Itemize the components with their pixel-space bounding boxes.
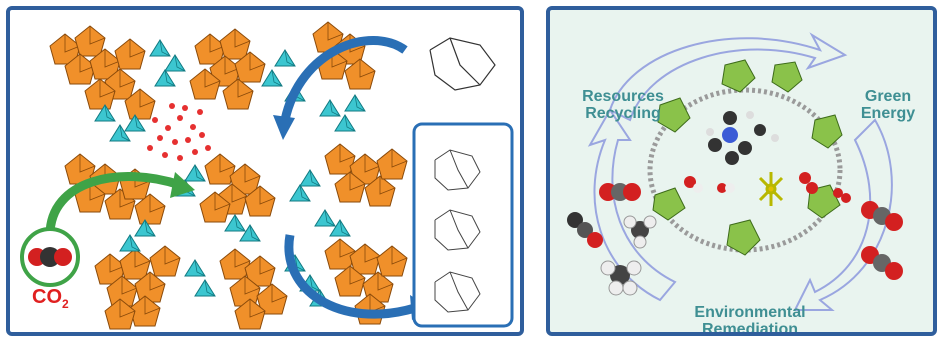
adamantane-structure <box>429 37 496 91</box>
label-resources-recycling: Resources Recycling <box>582 88 664 122</box>
green-clusters <box>652 59 843 256</box>
guest-molecules-inner <box>684 172 851 203</box>
green-arrow-head <box>170 172 195 198</box>
co2-molecule-1 <box>599 183 641 201</box>
product-1-adamantanol <box>434 149 481 191</box>
anion-icon <box>758 172 784 206</box>
orange-cluster-middle-right <box>324 143 408 207</box>
orange-cluster-bottom-left <box>94 245 181 330</box>
product-3-adamantanol <box>434 271 481 313</box>
blue-arrow-top-head <box>273 115 295 140</box>
co2-label: CO2 <box>32 286 69 311</box>
orange-cluster-center <box>199 153 276 223</box>
central-molecule <box>706 111 779 165</box>
blue-arrow-bottom <box>284 234 417 319</box>
applications-panel: Resources Recycling Green Energy Environ… <box>546 6 937 336</box>
label-environmental-remediation: Environmental Remediation <box>694 304 806 336</box>
co2-molecule-3 <box>861 201 903 231</box>
green-arrow <box>45 172 182 236</box>
guest-molecules-dots <box>147 103 211 161</box>
methane-molecule-2 <box>600 260 642 296</box>
orange-cluster-top-left <box>49 25 156 120</box>
co2-molecule-4 <box>861 246 903 280</box>
methane-molecule-1 <box>623 215 657 249</box>
mof-structure-panel: CO2 <box>6 6 524 336</box>
orange-cluster-bottom-middle <box>219 248 288 330</box>
applications-illustration <box>567 32 903 311</box>
ring-backbone <box>647 87 843 253</box>
label-green-energy: Green Energy <box>860 88 916 122</box>
oxidized-products-box <box>412 122 514 328</box>
co2-molecule-2 <box>567 212 603 248</box>
product-2-adamantanone <box>434 209 481 251</box>
mof-framework-illustration <box>20 21 514 330</box>
blue-arrow-top <box>280 36 408 122</box>
orange-cluster-top-middle <box>189 28 266 110</box>
recycle-arrows-outline <box>587 32 893 311</box>
co2-molecule-icon <box>28 247 72 267</box>
